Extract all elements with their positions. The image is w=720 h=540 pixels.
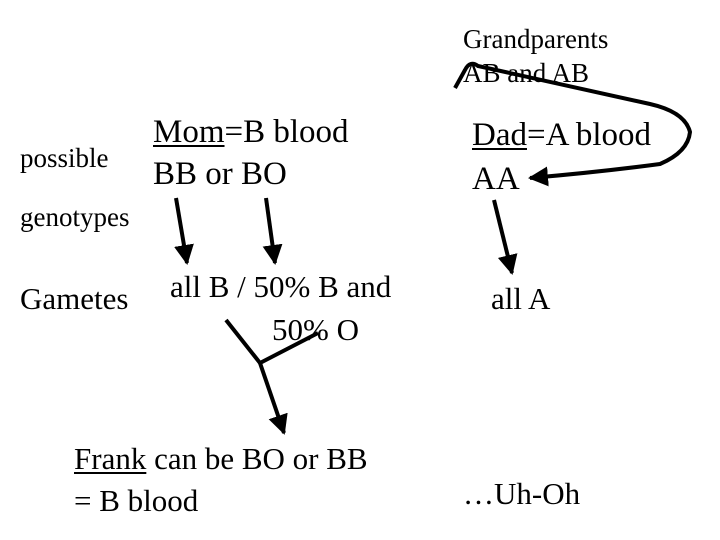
possible-label: possible (20, 143, 109, 173)
mom-gametes-line1: all B / 50% B and (170, 269, 392, 304)
combination-to-frank-arrow (258, 362, 288, 435)
mom-gametes-line2: 50% O (272, 312, 359, 347)
mom-genotype-arrow-left (174, 197, 194, 265)
gametes-label: Gametes (20, 281, 129, 316)
mom-label: Mom (153, 114, 225, 150)
mom-genotype: BB or BO (153, 156, 287, 192)
frank-genotype: can be BO or BB (146, 441, 368, 476)
frank-result-line1: Frank can be BO or BB (74, 443, 368, 474)
grandparents-to-dad-arrow (453, 61, 693, 187)
dad-genotype-arrow (492, 199, 518, 275)
grandparents-genotypes: AB and AB (463, 58, 590, 88)
mom-blood-type: =B blood (224, 114, 349, 150)
dad-blood-type: =A blood (526, 117, 652, 153)
dad-phenotype: Dad=A blood (472, 119, 651, 152)
dad-gametes: all A (491, 281, 551, 316)
frank-label: Frank (74, 441, 147, 476)
conclusion-text: …Uh-Oh (463, 476, 581, 511)
mom-genotype-arrow-right (262, 197, 283, 265)
dad-genotype: AA (472, 161, 520, 197)
genotypes-label: genotypes (20, 202, 130, 232)
gamete-combination-lines (224, 318, 319, 366)
grandparents-label: Grandparents (463, 24, 609, 54)
frank-result-line2: = B blood (74, 483, 199, 518)
dad-label: Dad (472, 117, 527, 153)
mom-phenotype: Mom=B blood (153, 116, 349, 149)
